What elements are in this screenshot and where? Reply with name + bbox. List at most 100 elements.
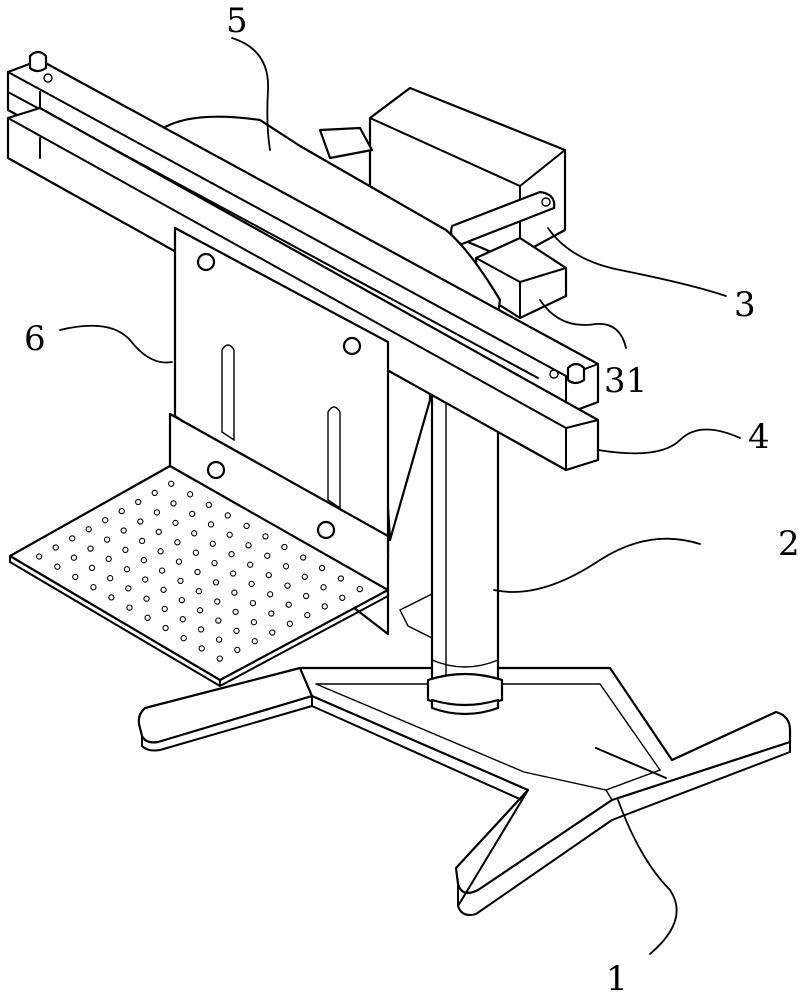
- shelf-hole: [153, 509, 161, 516]
- shelf-hole: [140, 557, 147, 564]
- shelf-hole: [108, 594, 115, 601]
- shelf-hole: [158, 567, 166, 574]
- shelf-hole: [249, 599, 257, 607]
- shelf-hole: [207, 521, 215, 528]
- label-3: 3: [734, 285, 756, 325]
- leader-31: [539, 299, 627, 349]
- shelf-hole: [138, 537, 146, 545]
- shelf-hole: [198, 645, 205, 652]
- shelf-hole: [209, 540, 216, 547]
- shelf-hole: [186, 491, 194, 498]
- shelf-hole: [177, 577, 184, 585]
- leader-1: [617, 799, 678, 955]
- shelf-hole: [356, 585, 363, 593]
- shelf-hole: [212, 579, 220, 586]
- shelf-hole: [245, 542, 252, 549]
- shelf-hole: [233, 627, 240, 635]
- shelf-hole: [302, 592, 310, 600]
- clamp-beam: [6, 50, 600, 472]
- shelf-hole: [268, 610, 275, 617]
- shelf-hole: [189, 510, 196, 518]
- shelf-hole: [70, 554, 78, 561]
- shelf-hole: [103, 536, 111, 543]
- shelf-hole: [320, 584, 327, 591]
- column: [426, 393, 504, 716]
- shelf-hole: [137, 518, 144, 525]
- shelf-hole: [339, 594, 346, 601]
- shelf-hole: [157, 548, 164, 555]
- shelf-hole: [69, 535, 76, 542]
- shelf-hole: [172, 519, 179, 527]
- leader-2: [493, 537, 701, 593]
- shelf-hole: [269, 629, 276, 636]
- shelf-hole: [304, 611, 311, 619]
- shelf-hole: [122, 546, 129, 554]
- shelf-hole: [284, 582, 291, 589]
- label-5: 5: [226, 1, 248, 41]
- shelf-hole: [178, 596, 185, 604]
- shelf-hole: [248, 580, 255, 588]
- shelf-hole: [234, 646, 241, 654]
- shelf-hole: [321, 603, 328, 610]
- shelf-hole: [87, 545, 94, 552]
- shelf-hole: [301, 573, 308, 580]
- shelf-hole: [224, 512, 231, 519]
- shelf-hole: [161, 605, 168, 613]
- shelf-hole: [281, 543, 288, 551]
- shelf-hole: [118, 507, 125, 515]
- shelf-hole: [143, 595, 150, 602]
- shelf-holes: [36, 480, 363, 662]
- shelf-hole: [120, 527, 127, 534]
- shelf-hole: [175, 558, 183, 565]
- shelf-hole: [211, 559, 218, 567]
- shelf-hole: [72, 573, 79, 581]
- shelf-hole: [285, 601, 292, 608]
- shelf-hole: [155, 528, 162, 536]
- shelf-hole: [168, 480, 175, 487]
- shelf-hole: [123, 566, 131, 573]
- shelf-hole: [192, 549, 200, 556]
- shelf-hole: [318, 564, 326, 572]
- shelf-hole: [282, 563, 290, 570]
- perforated-shelf: [8, 464, 390, 687]
- label-31: 31: [604, 361, 647, 401]
- shelf-hole: [264, 552, 271, 559]
- shelf-hole: [105, 555, 112, 563]
- shelf-hole: [179, 616, 186, 623]
- shelf-hole: [267, 591, 274, 598]
- shelf-hole: [215, 636, 223, 643]
- shelf-hole: [107, 575, 114, 582]
- leader-4: [597, 428, 741, 455]
- shelf-hole: [214, 598, 221, 605]
- shelf-hole: [160, 586, 167, 593]
- shelf-hole: [215, 617, 222, 624]
- shelf-hole: [251, 638, 258, 645]
- shelf-hole: [191, 530, 198, 537]
- shelf-hole: [88, 564, 96, 572]
- shelf-hole: [126, 604, 133, 611]
- shelf-hole: [243, 522, 250, 530]
- shelf-hole: [151, 489, 158, 497]
- shelf-hole: [286, 620, 293, 627]
- shelf-hole: [174, 539, 181, 546]
- shelf-hole: [226, 531, 233, 538]
- shelf-hole: [170, 500, 177, 507]
- shelf-hole: [262, 533, 269, 540]
- leader-3: [547, 227, 727, 297]
- shelf-hole: [54, 563, 61, 570]
- shelf-hole: [195, 588, 203, 595]
- shelf-hole: [85, 526, 92, 533]
- shelf-hole: [144, 614, 151, 621]
- shelf-hole: [162, 624, 169, 632]
- shelf-hole: [247, 561, 254, 568]
- label-6: 6: [24, 319, 46, 359]
- label-4: 4: [748, 417, 770, 457]
- label-1: 1: [606, 959, 628, 999]
- shelf-hole: [229, 570, 237, 577]
- leader-5: [231, 37, 271, 151]
- shelf-hole: [216, 655, 223, 662]
- leader-lines: [59, 37, 741, 955]
- shelf-hole: [180, 635, 187, 642]
